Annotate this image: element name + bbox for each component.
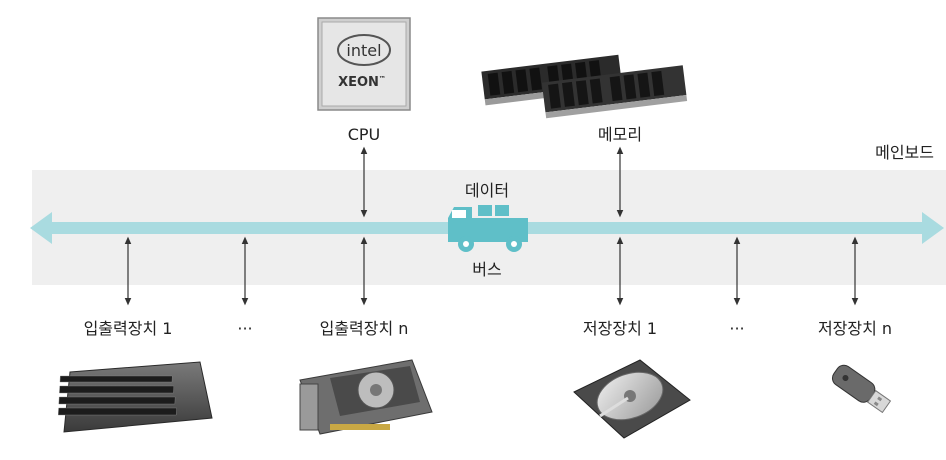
cpu-chip-icon: intel XEON™ — [317, 17, 411, 111]
data-truck-icon — [448, 205, 528, 252]
cpu-brand: intel — [346, 41, 381, 60]
mainboard-label: 메인보드 — [875, 143, 934, 162]
bus-label: 버스 — [472, 260, 501, 279]
storage-ellipsis: ··· — [729, 319, 744, 338]
cpu-label: CPU — [348, 125, 381, 144]
graphics-card-icon — [299, 359, 433, 435]
data-label: 데이터 — [465, 181, 509, 200]
io-device-1-label: 입출력장치 1 — [84, 319, 173, 338]
storage-device-n-label: 저장장치 n — [818, 319, 892, 338]
cpu-model: XEON™ — [338, 75, 386, 90]
io-ellipsis: ··· — [237, 319, 252, 338]
storage-device-1-label: 저장장치 1 — [583, 319, 657, 338]
hard-disk-icon — [573, 359, 691, 439]
memory-ram-icon — [481, 54, 688, 119]
usb-drive-icon — [831, 364, 892, 414]
memory-label: 메모리 — [598, 125, 642, 144]
keyboard-icon — [58, 361, 213, 433]
io-device-n-label: 입출력장치 n — [320, 319, 409, 338]
